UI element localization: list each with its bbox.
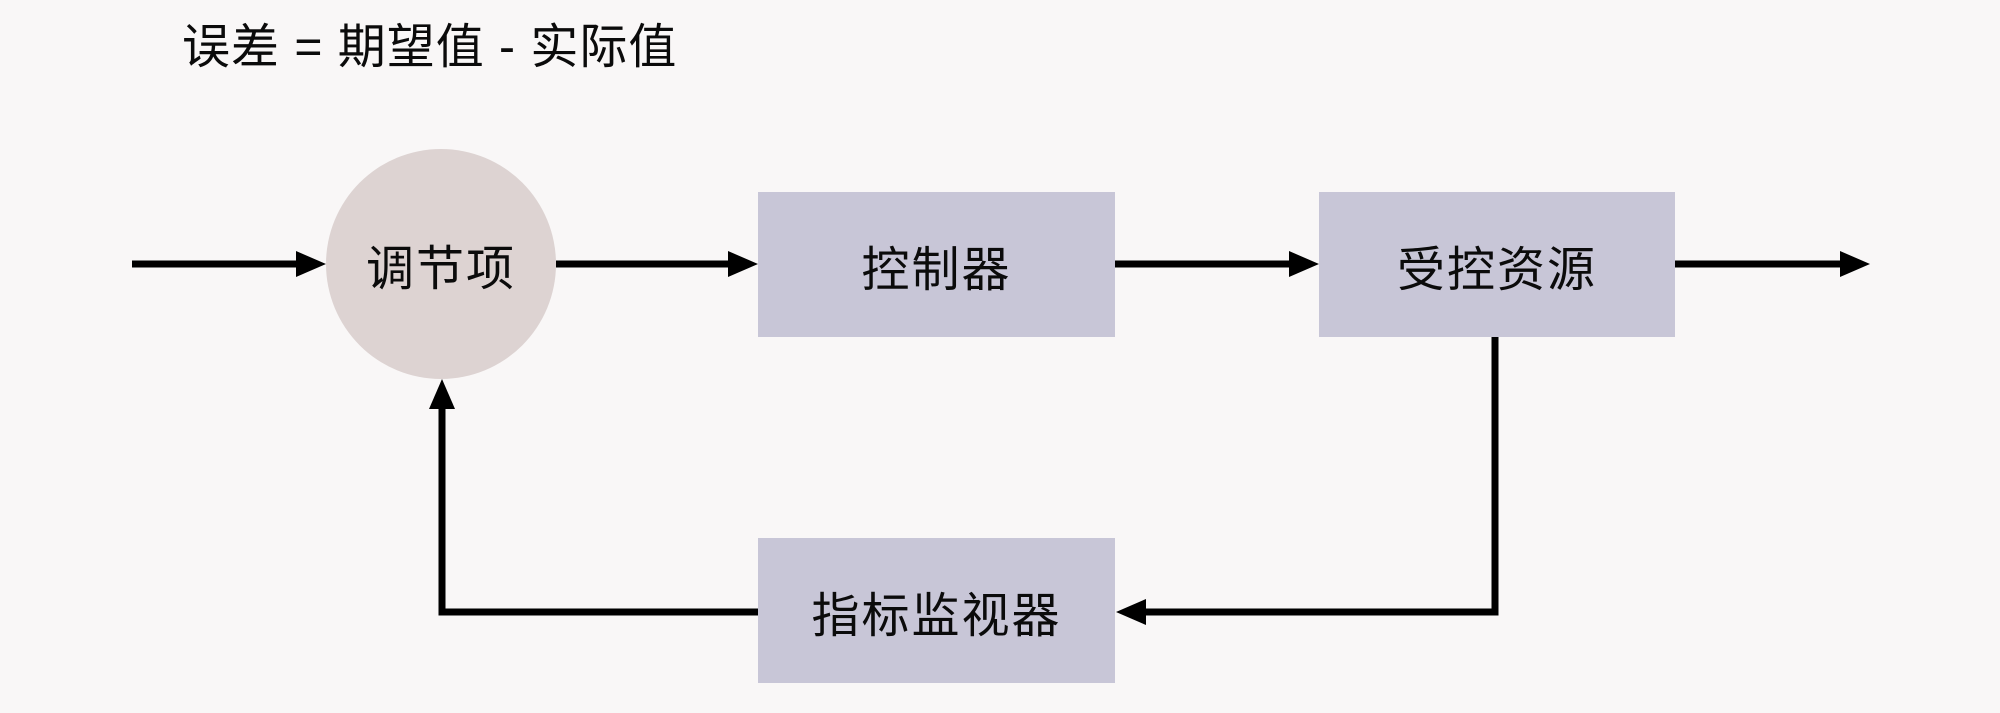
input-arrow (132, 251, 326, 277)
controller-to-resource-arrow (1115, 251, 1319, 277)
node-controlled-resource-label: 受控资源 (1396, 243, 1597, 297)
node-adjuster-label: 调节项 (365, 243, 516, 296)
resource-output-arrow (1675, 251, 1870, 277)
equation-title: 误差 = 期望值 - 实际值 (182, 21, 678, 74)
node-controller: 控制器 (758, 192, 1115, 337)
node-metric-monitor: 指标监视器 (758, 538, 1115, 683)
node-adjuster: 调节项 (326, 149, 556, 379)
monitor-to-adjuster-arrow (429, 379, 758, 616)
adjuster-to-controller-arrow (556, 251, 758, 277)
resource-to-monitor-arrow (1116, 337, 1499, 625)
node-metric-monitor-label: 指标监视器 (811, 589, 1062, 643)
node-controller-label: 控制器 (861, 243, 1012, 297)
node-controlled-resource: 受控资源 (1319, 192, 1675, 337)
